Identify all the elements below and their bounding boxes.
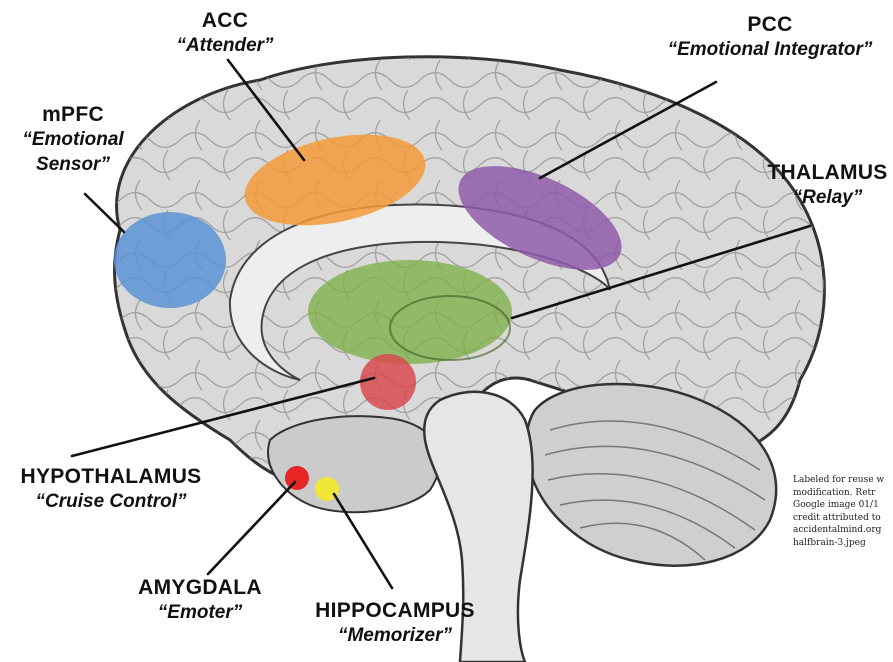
credit-line: modification. Retr: [793, 487, 893, 500]
mpfc-name: mPFC: [8, 102, 138, 127]
thalamus-label: THALAMUS “Relay”: [762, 160, 893, 210]
thalamus-role: “Relay”: [762, 185, 893, 210]
hippocampus-label: HIPPOCAMPUS “Memorizer”: [305, 598, 485, 648]
acc-label: ACC “Attender”: [150, 8, 300, 58]
amygdala-role: “Emoter”: [120, 600, 280, 625]
mpfc-label: mPFC “Emotional Sensor”: [8, 102, 138, 177]
amygdala-region: [285, 466, 309, 490]
image-credit: Labeled for reuse w modification. Retr G…: [793, 474, 893, 549]
hypothalamus-role: “Cruise Control”: [6, 489, 216, 514]
credit-line: credit attributed to: [793, 512, 893, 525]
acc-role: “Attender”: [150, 33, 300, 58]
hippocampus-name: HIPPOCAMPUS: [305, 598, 485, 623]
thalamus-region: [308, 260, 512, 364]
credit-line: Google image 01/1: [793, 499, 893, 512]
credit-line: Labeled for reuse w: [793, 474, 893, 487]
credit-line: accidentalmind.org: [793, 524, 893, 537]
temporal-lobe: [268, 416, 440, 512]
hypothalamus-name: HYPOTHALAMUS: [6, 464, 216, 489]
mpfc-role-line2: Sensor”: [8, 152, 138, 177]
pcc-label: PCC “Emotional Integrator”: [650, 12, 890, 62]
acc-name: ACC: [150, 8, 300, 33]
amygdala-label: AMYGDALA “Emoter”: [120, 575, 280, 625]
hippocampus-role: “Memorizer”: [305, 623, 485, 648]
thalamus-name: THALAMUS: [762, 160, 893, 185]
hypothalamus-region: [360, 354, 416, 410]
credit-line: halfbrain-3.jpeg: [793, 537, 893, 550]
hypothalamus-label: HYPOTHALAMUS “Cruise Control”: [6, 464, 216, 514]
pcc-name: PCC: [650, 12, 890, 37]
amygdala-leader-line: [208, 482, 295, 574]
mpfc-region: [114, 212, 226, 308]
amygdala-name: AMYGDALA: [120, 575, 280, 600]
mpfc-role-line1: “Emotional: [8, 127, 138, 152]
pcc-role: “Emotional Integrator”: [650, 37, 890, 62]
